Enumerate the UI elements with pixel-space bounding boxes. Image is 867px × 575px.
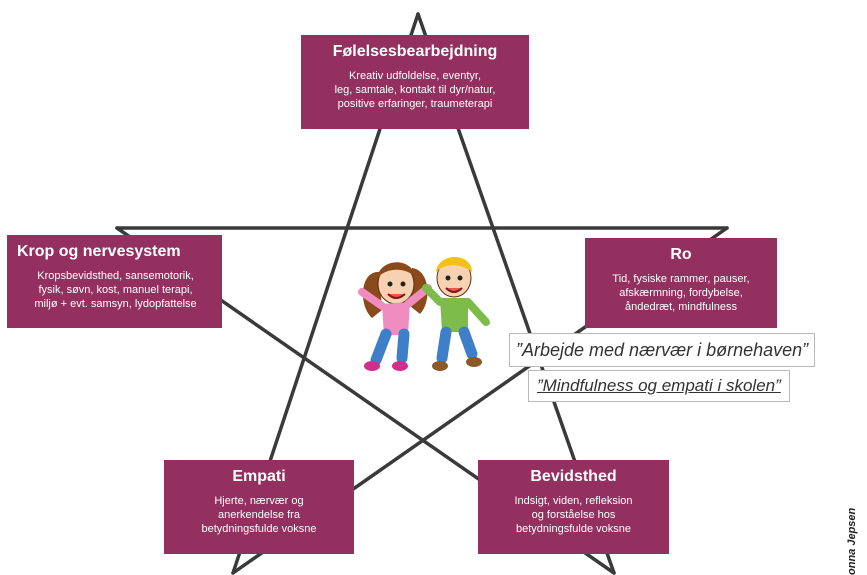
box-line: Kropsbevidsthed, sansemotorik, xyxy=(37,270,194,282)
box-body-nervous-system: Krop og nervesystem Kropsbevidsthed, san… xyxy=(7,235,222,328)
box-line: betydningsfulde voksne xyxy=(516,523,631,535)
box-line: Indsigt, viden, refleksion xyxy=(514,495,633,507)
box-line: åndedræt, mindfulness xyxy=(625,301,737,313)
box-title: Bevidsthed xyxy=(530,468,617,485)
box-line: afskærmning, fordybelse, xyxy=(619,287,743,299)
box-line: fysik, søvn, kost, manuel terapi, xyxy=(38,284,193,296)
quote-school: ”Mindfulness og empati i skolen” xyxy=(528,370,790,402)
box-line: anerkendelse fra xyxy=(218,509,300,521)
box-line: betydningsfulde voksne xyxy=(201,523,317,535)
author-credit: onna Jepsen xyxy=(846,507,858,575)
box-line: Kreativ udfoldelse, eventyr, xyxy=(348,70,482,82)
box-line: miljø + evt. samsyn, lydopfattelse xyxy=(34,298,197,310)
quote-kindergarten: ”Arbejde med nærvær i børnehaven” xyxy=(509,333,816,367)
box-empathy: Empati Hjerte, nærvær og anerkendelse fr… xyxy=(164,460,354,554)
box-line: Hjerte, nærvær og xyxy=(214,495,304,507)
box-title: Krop og nervesystem xyxy=(17,243,181,260)
box-title: Empati xyxy=(232,468,286,485)
girl-figure xyxy=(358,262,432,371)
children-illustration xyxy=(358,257,490,371)
boy-figure xyxy=(422,257,490,371)
box-feelings-processing: Følelsesbearbejdning Kreativ udfoldelse,… xyxy=(301,35,529,129)
box-awareness: Bevidsthed Indsigt, viden, refleksion og… xyxy=(478,460,669,554)
box-calm: Ro Tid, fysiske rammer, pauser, afskærmn… xyxy=(585,238,777,328)
box-line: positive erfaringer, traumeterapi xyxy=(337,98,493,110)
box-line: leg, samtale, kontakt til dyr/natur, xyxy=(334,84,496,96)
box-title: Ro xyxy=(670,246,692,263)
box-line: Tid, fysiske rammer, pauser, xyxy=(612,273,750,285)
box-title: Følelsesbearbejdning xyxy=(332,43,498,60)
box-line: og forståelse hos xyxy=(531,509,616,521)
